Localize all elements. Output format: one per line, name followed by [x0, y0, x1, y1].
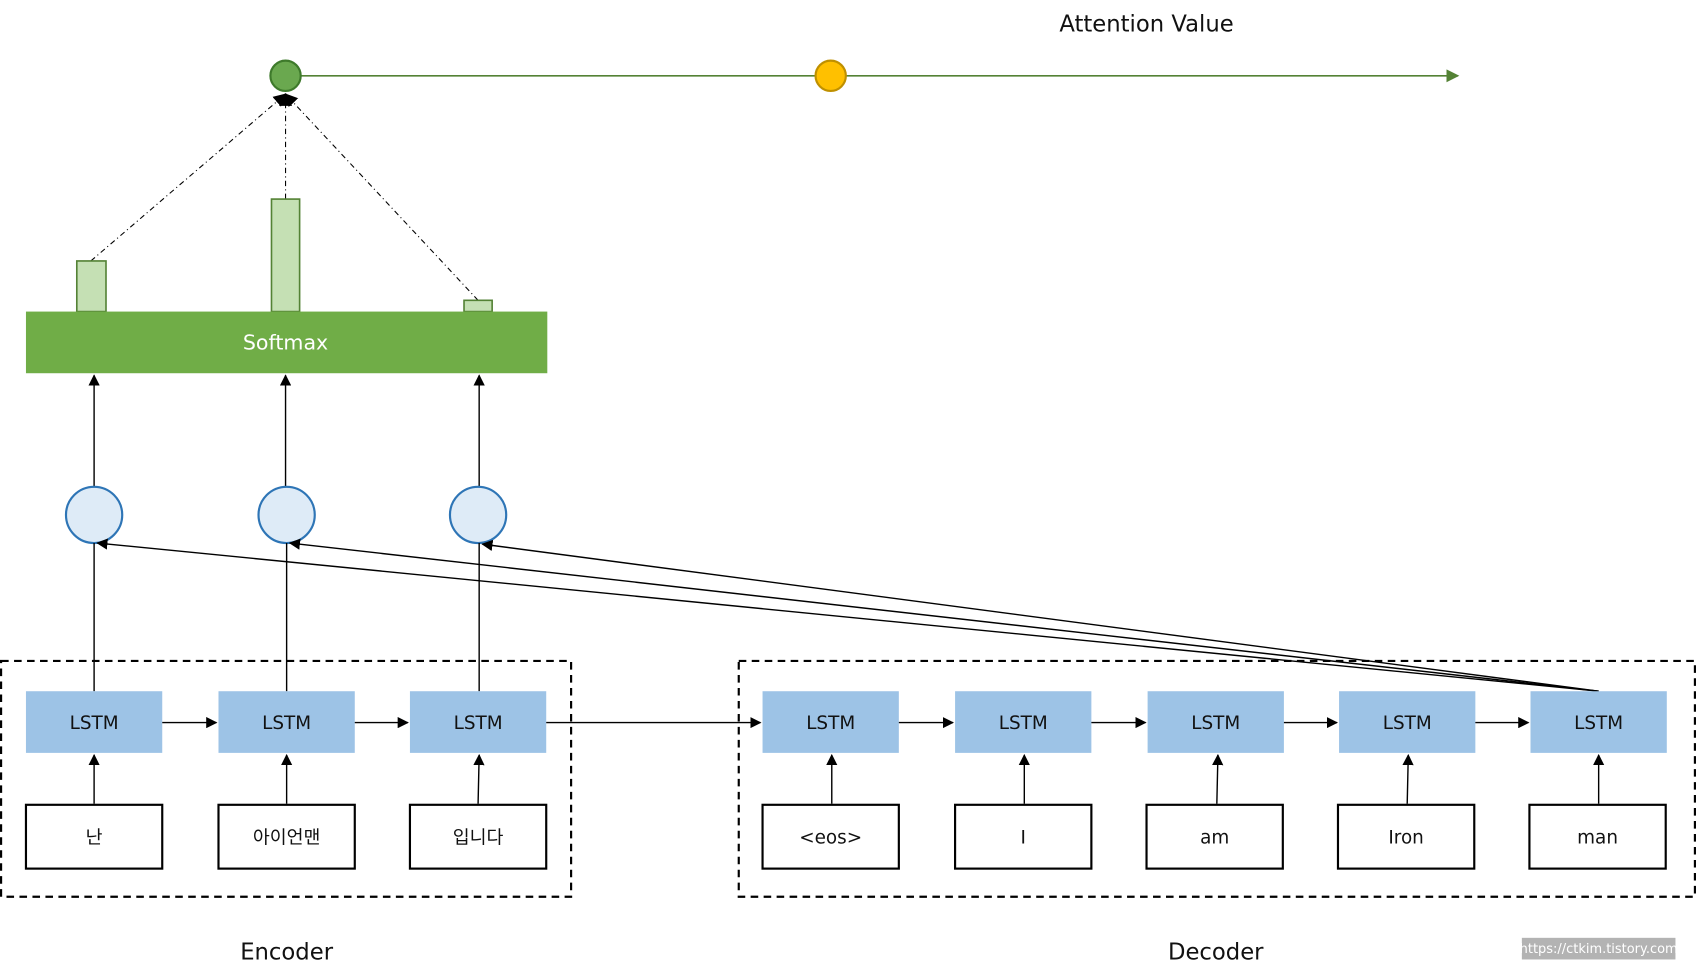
- lstm-label: LSTM: [1574, 713, 1623, 734]
- encoder-lstm-3: LSTM: [409, 691, 547, 753]
- attention-score-node-2: [257, 485, 316, 545]
- lstm-label: LSTM: [454, 713, 503, 734]
- attention-score-node-1: [64, 485, 124, 545]
- decoder-query-arrow-1: [96, 538, 1599, 692]
- input-arrow-enc-3: [473, 753, 485, 804]
- attention-score-node-3: [448, 485, 508, 545]
- decoder-lstm-5: LSTM: [1530, 691, 1667, 753]
- lstm-label: LSTM: [999, 713, 1048, 734]
- encoder-input-2: 아이언맨: [217, 803, 356, 870]
- encoder-input-text: 아이언맨: [253, 828, 321, 849]
- decoder-input-text: man: [1577, 828, 1618, 849]
- decoder-lstm-2: LSTM: [955, 691, 1092, 753]
- decoder-query-arrow-2: [288, 538, 1599, 692]
- encoder-label: Encoder: [240, 939, 333, 965]
- watermark: https://ctkim.tistory.com: [1520, 937, 1678, 960]
- decoder-input-1: <eos>: [761, 803, 900, 870]
- context-vector-node: [269, 59, 302, 93]
- encoder-lstm-1: LSTM: [25, 691, 163, 753]
- decoder-lstm-3: LSTM: [1147, 691, 1284, 753]
- attention-weight-bar-3: [463, 299, 493, 313]
- decoder-label: Decoder: [1168, 939, 1264, 965]
- decoder-input-4: Iron: [1336, 803, 1476, 870]
- decoder-input-text: Iron: [1388, 828, 1423, 849]
- encoder-lstm-2: LSTM: [218, 691, 355, 753]
- decoder-lstm-4: LSTM: [1339, 691, 1476, 753]
- encoder-input-3: 입니다: [408, 803, 548, 870]
- watermark-text: https://ctkim.tistory.com: [1520, 942, 1678, 957]
- encoder-input-1: 난: [24, 803, 164, 870]
- lstm-label: LSTM: [262, 713, 311, 734]
- input-arrow-dec-4: [1402, 753, 1414, 804]
- lstm-label: LSTM: [1191, 713, 1240, 734]
- decoder-input-5: man: [1528, 803, 1667, 870]
- attention-weight-bar-2: [270, 198, 301, 313]
- encoder-frame: [0, 659, 573, 898]
- encoder-input-text: 입니다: [453, 828, 504, 849]
- attention-weight-bar-1: [75, 260, 107, 313]
- decoder-input-2: I: [954, 803, 1093, 870]
- decoder-frame: [737, 659, 1696, 898]
- encoder-input-text: 난: [86, 828, 103, 849]
- softmax-block: [25, 311, 548, 374]
- decoder-input-text: am: [1200, 828, 1229, 849]
- lstm-label: LSTM: [1383, 713, 1432, 734]
- softmax-label: Softmax: [243, 330, 328, 354]
- decoder-query-arrow-3: [481, 539, 1599, 692]
- decoder-state-node: [814, 59, 847, 93]
- lstm-label: LSTM: [806, 713, 855, 734]
- weight-link-3: [284, 93, 479, 301]
- decoder-input-3: am: [1145, 803, 1284, 870]
- decoder-input-text: <eos>: [799, 828, 862, 849]
- decoder-input-text: I: [1021, 828, 1026, 849]
- attention-value-title: Attention Value: [1059, 11, 1233, 37]
- lstm-label: LSTM: [70, 713, 119, 734]
- input-arrow-dec-3: [1212, 753, 1224, 804]
- decoder-lstm-1: LSTM: [762, 691, 899, 753]
- weight-link-1: [90, 93, 287, 262]
